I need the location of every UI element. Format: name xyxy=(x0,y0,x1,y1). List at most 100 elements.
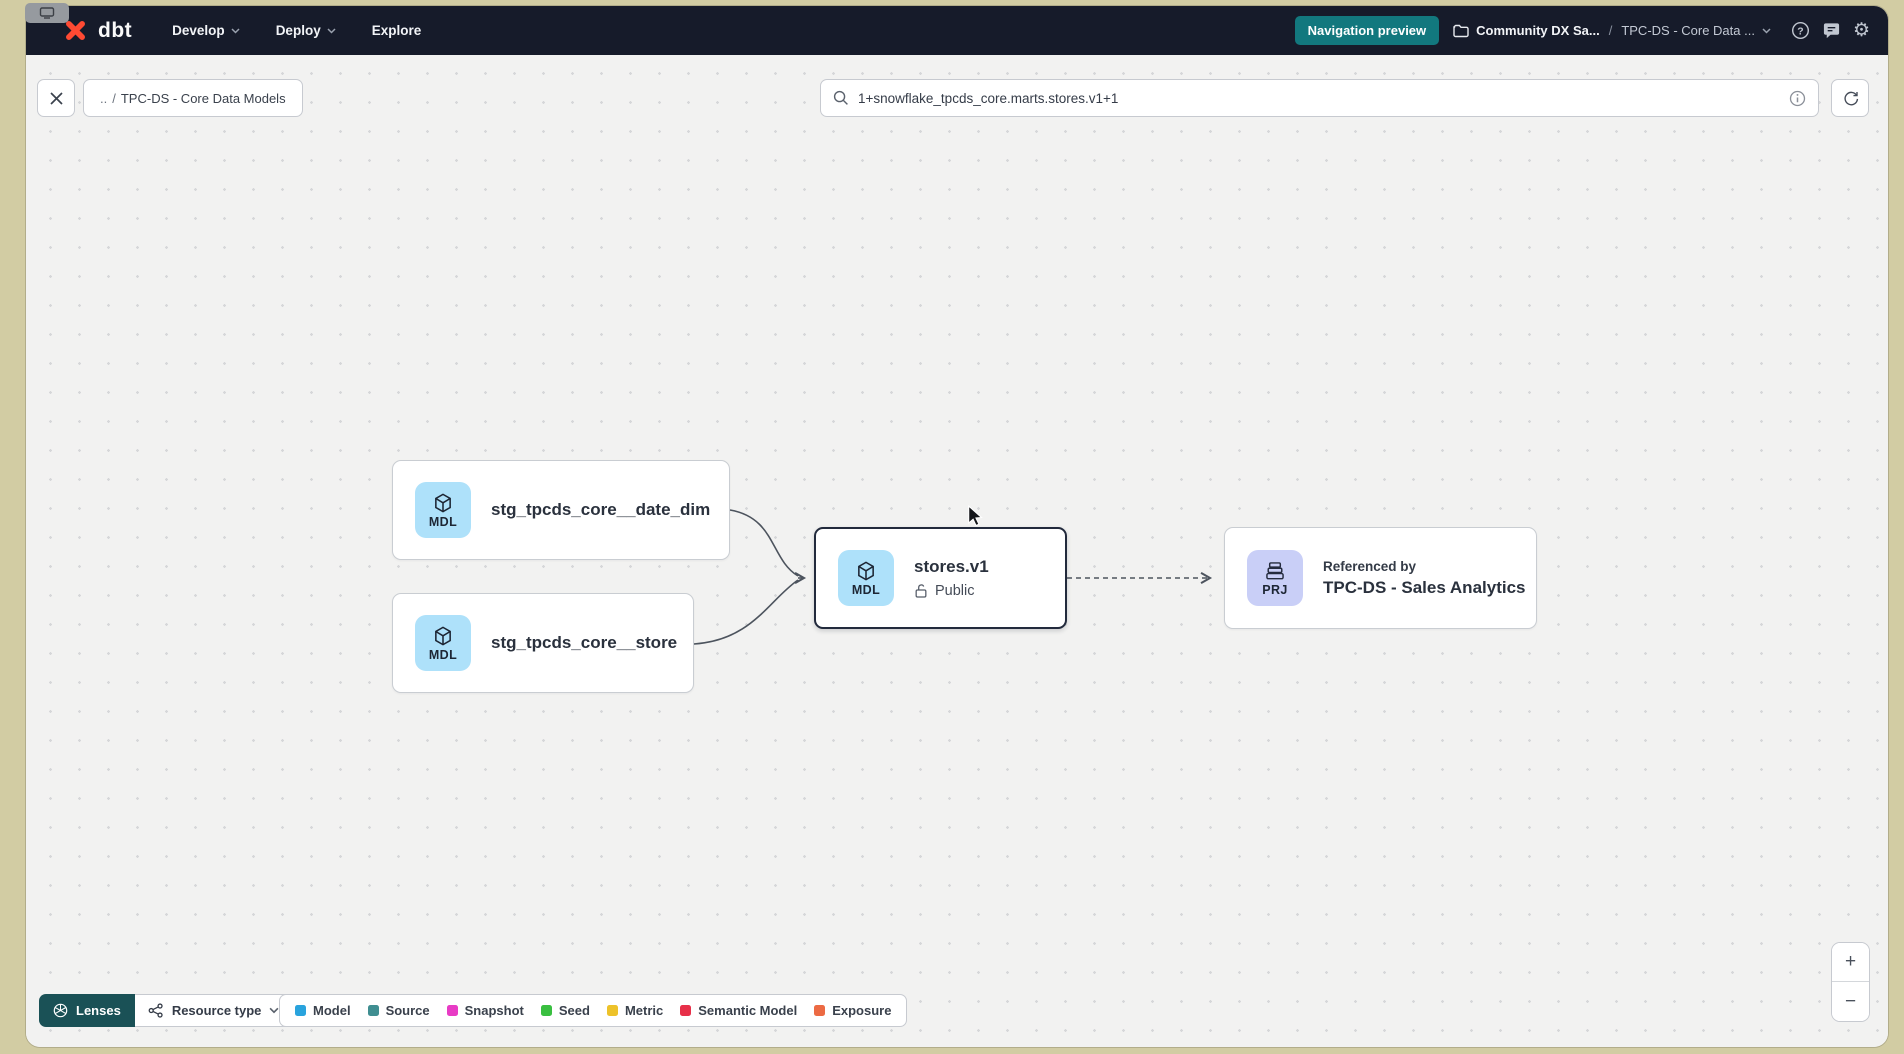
legend-label: Model xyxy=(313,1003,351,1018)
feedback-icon[interactable] xyxy=(1822,22,1841,40)
breadcrumb-separator: / xyxy=(1608,23,1613,38)
resource-type-button[interactable]: Resource type xyxy=(134,994,294,1027)
chevron-down-icon xyxy=(327,28,336,34)
chevron-down-icon xyxy=(231,28,240,34)
nav-menu-develop[interactable]: Develop xyxy=(172,23,240,38)
chevron-down-icon xyxy=(269,1007,279,1014)
nav-menu-label: Deploy xyxy=(275,23,321,38)
close-icon xyxy=(49,91,63,105)
node-stores-v1[interactable]: MDL stores.v1 Public xyxy=(814,527,1067,629)
nav-menu-label: Develop xyxy=(172,23,225,38)
zoom-in-button[interactable]: + xyxy=(1832,943,1869,982)
mouse-cursor xyxy=(968,505,983,527)
lenses-label: Lenses xyxy=(76,1003,121,1018)
graph-breadcrumb-chip[interactable]: .. / TPC-DS - Core Data Models xyxy=(83,79,303,117)
access-row: Public xyxy=(914,583,989,599)
refresh-button[interactable] xyxy=(1831,79,1869,117)
nav-menu-deploy[interactable]: Deploy xyxy=(276,23,336,38)
edge-store-to-stores xyxy=(693,579,799,645)
legend-item: Source xyxy=(367,1003,430,1018)
chevron-down-icon[interactable] xyxy=(1762,27,1771,34)
cube-icon xyxy=(435,492,451,513)
navigation-preview-badge[interactable]: Navigation preview xyxy=(1294,16,1440,45)
lock-open-icon xyxy=(915,584,927,598)
dbt-logo-icon xyxy=(66,21,85,40)
nav-menu-explore[interactable]: Explore xyxy=(372,23,422,38)
legend-item: Metric xyxy=(606,1003,664,1018)
zoom-out-button[interactable]: − xyxy=(1832,982,1869,1021)
legend-label: Exposure xyxy=(832,1003,892,1018)
node-label: stores.v1 xyxy=(914,557,989,576)
node-stg-tpcds-core-store[interactable]: MDL stg_tpcds_core__store xyxy=(392,593,694,693)
project-badge: PRJ xyxy=(1247,550,1303,606)
gear-icon[interactable]: ⚙ xyxy=(1852,20,1870,41)
node-referenced-project[interactable]: PRJ Referenced by TPC-DS - Sales Analyti… xyxy=(1224,527,1537,629)
edge-date-dim-to-stores xyxy=(729,509,799,577)
search-icon xyxy=(833,90,848,105)
chip-up-level[interactable]: .. xyxy=(100,90,108,106)
cube-icon xyxy=(435,625,451,646)
cube-icon xyxy=(858,560,874,581)
legend-swatch xyxy=(446,1005,458,1016)
legend-label: Source xyxy=(385,1003,430,1018)
legend-label: Seed xyxy=(558,1003,590,1018)
badge-label: MDL xyxy=(428,514,458,529)
folder-icon xyxy=(1453,24,1469,37)
svg-text:?: ? xyxy=(1797,26,1803,37)
resource-type-label: Resource type xyxy=(171,1003,262,1018)
legend-swatch xyxy=(606,1005,618,1016)
node-label: TPC-DS - Sales Analytics xyxy=(1323,577,1526,597)
legend-item: Seed xyxy=(540,1003,590,1018)
legend-item: Exposure xyxy=(814,1003,891,1018)
help-icon[interactable]: ? xyxy=(1791,21,1810,40)
monitor-icon xyxy=(39,7,55,19)
refresh-icon xyxy=(1843,91,1858,105)
info-icon[interactable] xyxy=(1789,90,1806,107)
model-badge: MDL xyxy=(415,615,471,671)
model-badge: MDL xyxy=(415,482,471,538)
nav-menus: Develop Deploy Explore xyxy=(172,23,421,38)
archive-icon xyxy=(1266,561,1284,579)
badge-label: PRJ xyxy=(1262,582,1288,597)
chip-separator: / xyxy=(112,90,116,106)
legend-swatch xyxy=(540,1005,552,1016)
legend-label: Semantic Model xyxy=(698,1003,798,1018)
legend-item: Semantic Model xyxy=(680,1003,797,1018)
legend-label: Metric xyxy=(624,1003,664,1018)
dbt-logo-text: dbt xyxy=(98,18,133,42)
badge-label: MDL xyxy=(428,647,458,662)
access-label: Public xyxy=(935,583,975,599)
lenses-button[interactable]: Lenses xyxy=(39,994,135,1027)
legend-label: Snapshot xyxy=(464,1003,524,1018)
dbt-logo[interactable]: dbt xyxy=(62,17,132,44)
legend-swatch xyxy=(814,1005,826,1016)
chip-label: TPC-DS - Core Data Models xyxy=(120,90,286,106)
lineage-canvas[interactable]: .. / TPC-DS - Core Data Models xyxy=(26,55,1888,1047)
lens-controls: Lenses Resource type xyxy=(39,994,294,1027)
network-icon xyxy=(148,1003,163,1018)
legend-swatch xyxy=(680,1005,692,1016)
navbar-right: Navigation preview Community DX Sa... / … xyxy=(1294,16,1870,45)
node-stg-tpcds-core-date-dim[interactable]: MDL stg_tpcds_core__date_dim xyxy=(392,460,730,560)
navbar-icons: ? ⚙ xyxy=(1791,21,1870,40)
legend-item: Model xyxy=(295,1003,351,1018)
search-input[interactable] xyxy=(858,90,1780,106)
close-button[interactable] xyxy=(37,79,75,117)
screen-capture-indicator xyxy=(25,3,69,23)
search-bar[interactable] xyxy=(820,79,1819,117)
referenced-by-label: Referenced by xyxy=(1323,558,1417,574)
nav-menu-label: Explore xyxy=(371,23,422,38)
legend-swatch xyxy=(367,1005,379,1016)
badge-label: MDL xyxy=(851,582,881,597)
project-breadcrumb[interactable]: TPC-DS - Core Data ... xyxy=(1621,23,1755,38)
node-label: stg_tpcds_core__date_dim xyxy=(491,500,711,519)
legend-swatch xyxy=(295,1005,306,1016)
model-badge: MDL xyxy=(838,550,894,606)
node-text-block: Referenced by TPC-DS - Sales Analytics xyxy=(1323,559,1526,598)
account-breadcrumb[interactable]: Community DX Sa... xyxy=(1476,23,1600,38)
legend-item: Snapshot xyxy=(446,1003,524,1018)
node-label: stg_tpcds_core__store xyxy=(491,633,678,652)
top-navbar: dbt Develop Deploy Explore Navigation pr… xyxy=(26,6,1888,55)
breadcrumb: Community DX Sa... / TPC-DS - Core Data … xyxy=(1453,23,1771,38)
legend: Model Source Snapshot Seed Metric Semantic Mo… xyxy=(279,994,908,1027)
